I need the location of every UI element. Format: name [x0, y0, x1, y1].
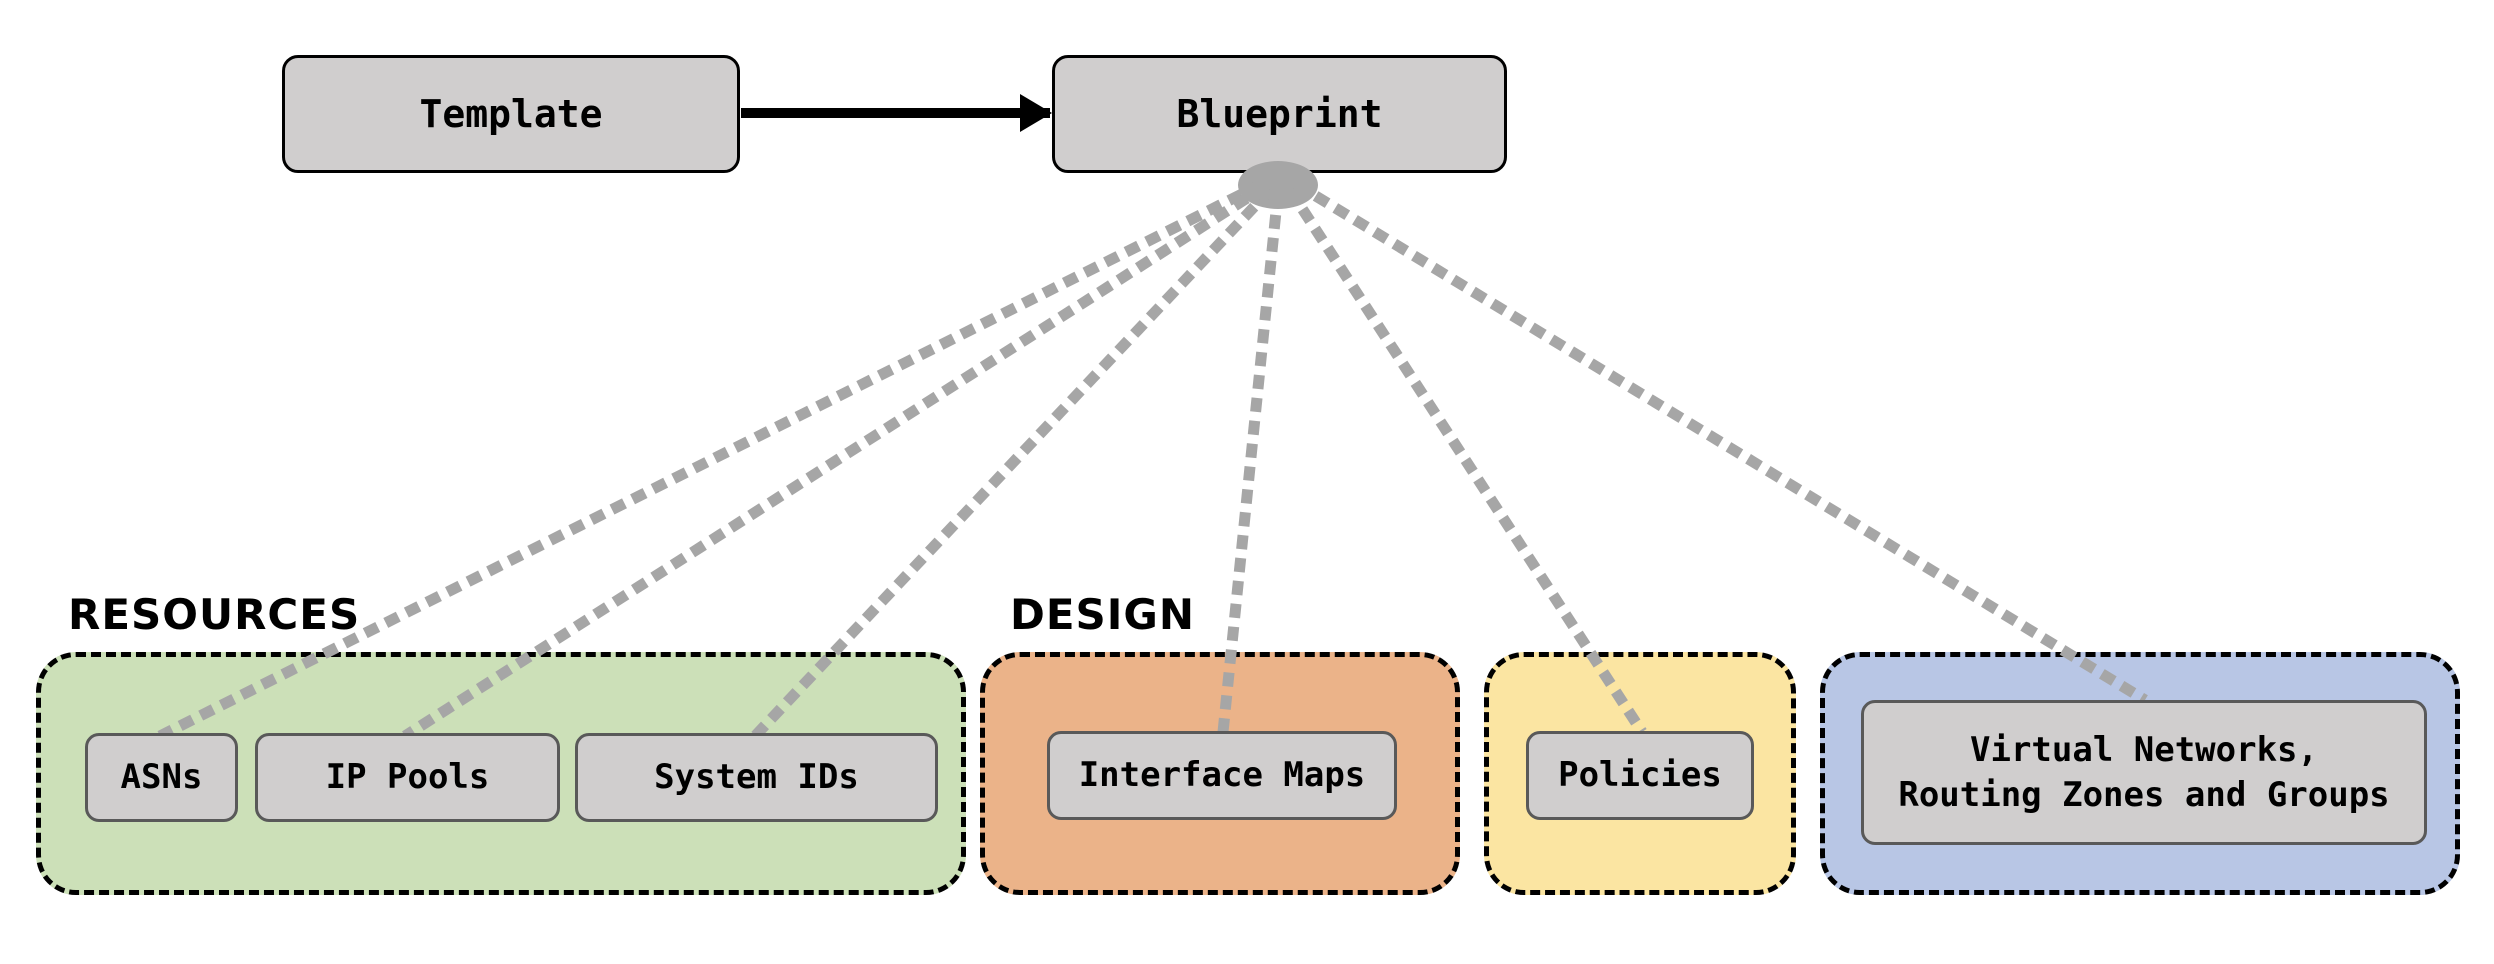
- system-ids-item[interactable]: System IDs: [575, 733, 938, 822]
- policies-label: Policies: [1558, 755, 1722, 796]
- connector-virtual-networks: [1293, 179, 2148, 705]
- ip-pools-label: IP Pools: [325, 757, 490, 798]
- blueprint-label: Blueprint: [1176, 92, 1383, 136]
- virtual-networks-label: Virtual Networks, Routing Zones and Grou…: [1898, 730, 2390, 815]
- ip-pools-item[interactable]: IP Pools: [255, 733, 560, 822]
- asns-item[interactable]: ASNs: [85, 733, 238, 822]
- template-node[interactable]: Template: [282, 55, 740, 173]
- resources-group-label: RESOURCES: [68, 590, 361, 639]
- blueprint-node[interactable]: Blueprint: [1052, 55, 1507, 173]
- connector-interface-maps: [1217, 191, 1284, 733]
- connector-policies: [1285, 187, 1647, 735]
- template-to-blueprint-arrowhead: [1020, 94, 1052, 132]
- template-label: Template: [419, 92, 603, 136]
- policies-item[interactable]: Policies: [1526, 731, 1754, 820]
- design-group-label: DESIGN: [1010, 590, 1196, 639]
- asns-label: ASNs: [120, 757, 203, 798]
- system-ids-label: System IDs: [654, 757, 859, 798]
- interface-maps-item[interactable]: Interface Maps: [1047, 731, 1397, 820]
- virtual-networks-item[interactable]: Virtual Networks, Routing Zones and Grou…: [1861, 700, 2427, 845]
- interface-maps-label: Interface Maps: [1078, 755, 1366, 796]
